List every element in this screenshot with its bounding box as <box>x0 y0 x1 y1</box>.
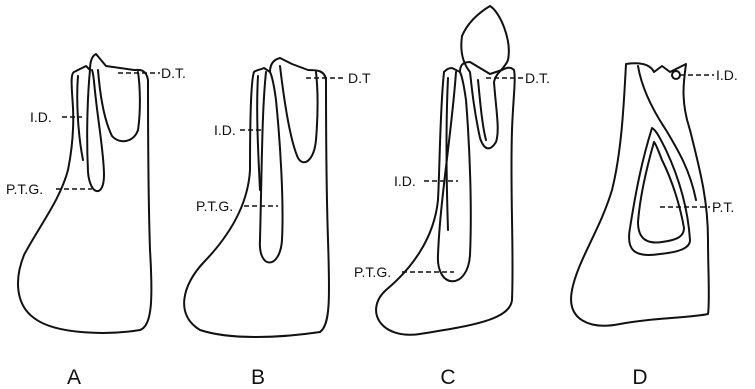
panel-d-jaw-outline <box>571 63 709 325</box>
panel-c-label-ptg: P.T.G. <box>354 264 391 280</box>
panel-b: D.T I.D. P.T.G. B <box>184 58 371 389</box>
panel-d-letter: D <box>632 366 647 389</box>
panel-c-letter: C <box>440 366 455 389</box>
panel-d-alveolar-line <box>638 66 696 200</box>
panel-a-deciduous-tooth <box>98 70 140 141</box>
panel-c-label-id: I.D. <box>394 173 416 189</box>
panel-b-label-id: I.D. <box>214 122 236 138</box>
panel-d-label-pt: P.T. <box>712 199 734 215</box>
panel-c-label-dt: D.T. <box>525 70 550 86</box>
panel-d-id-opening <box>672 71 680 79</box>
panel-a-label-dt: D.T. <box>161 65 186 81</box>
panel-a-dental-lamina-loop <box>77 76 83 160</box>
panel-b-label-dt: D.T <box>348 70 371 86</box>
panel-b-letter: B <box>251 366 265 389</box>
panel-b-deciduous-tooth <box>280 66 318 162</box>
panel-c: D.T. I.D. P.T.G. C <box>354 6 550 389</box>
panel-c-permanent-tooth-germ <box>438 72 471 281</box>
panel-a-permanent-tooth-germ <box>87 70 104 191</box>
panel-a: D.T. I.D. P.T.G. A <box>6 54 186 389</box>
panel-b-dental-lamina-loop <box>257 76 260 190</box>
panel-a-letter: A <box>67 366 81 389</box>
panel-a-label-id: I.D. <box>30 109 52 125</box>
panel-d-label-id: I.D. <box>716 67 738 83</box>
panel-d: I.D. P.T. D <box>571 63 738 389</box>
panel-b-permanent-tooth-germ <box>260 72 283 263</box>
panel-a-label-ptg: P.T.G. <box>6 181 43 197</box>
panel-b-label-ptg: P.T.G. <box>196 198 233 214</box>
panel-c-jaw-outline <box>376 62 515 335</box>
